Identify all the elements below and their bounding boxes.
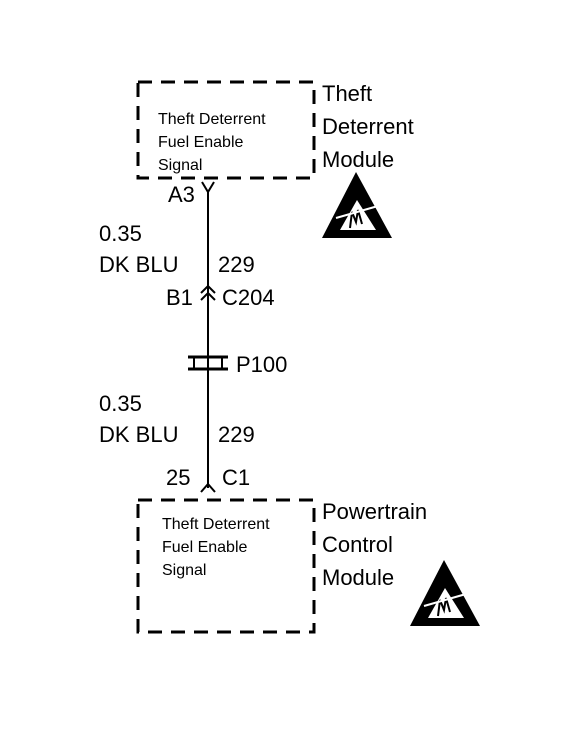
theft-module-name-line-2: Deterrent: [322, 114, 414, 139]
pcm-name-line-3: Module: [322, 565, 394, 590]
pcm-signal-line-2: Fuel Enable: [162, 539, 247, 556]
theft-deterrent-module-box: [136, 80, 316, 180]
p100-splice-label: P100: [236, 352, 287, 377]
esd-warning-icon: [322, 172, 392, 238]
pcm-signal-line-1: Theft Deterrent: [162, 516, 270, 533]
pcm-connector-label: C1: [222, 465, 250, 490]
theft-module-signal-line-1: Theft Deterrent: [158, 111, 266, 128]
pcm-pin-label: 25: [166, 465, 190, 490]
pcm-name-line-2: Control: [322, 532, 393, 557]
lower-wire-circuit: 229: [218, 422, 255, 447]
theft-module-name-line-3: Module: [322, 147, 394, 172]
theft-module-signal-line-2: Fuel Enable: [158, 134, 243, 151]
c204-connector-label: C204: [222, 285, 275, 310]
p100-splice-symbol: [188, 355, 228, 371]
theft-module-signal-line-3: Signal: [158, 157, 202, 174]
pcm-c1-connector-symbol: [200, 482, 216, 493]
powertrain-control-module-box: [136, 498, 316, 634]
esd-warning-icon: [410, 560, 480, 626]
c204-pin-label: B1: [166, 285, 193, 310]
pcm-name-line-1: Powertrain: [322, 499, 427, 524]
pcm-signal-line-3: Signal: [162, 562, 206, 579]
upper-wire-circuit: 229: [218, 252, 255, 277]
upper-wire-gauge: 0.35: [99, 221, 142, 246]
theft-module-pin-label: A3: [168, 182, 195, 207]
lower-wire-gauge: 0.35: [99, 391, 142, 416]
lower-wire-color: DK BLU: [99, 422, 178, 447]
upper-wire-color: DK BLU: [99, 252, 178, 277]
c204-connector-symbol: [200, 284, 216, 301]
theft-module-name-line-1: Theft: [322, 81, 372, 106]
